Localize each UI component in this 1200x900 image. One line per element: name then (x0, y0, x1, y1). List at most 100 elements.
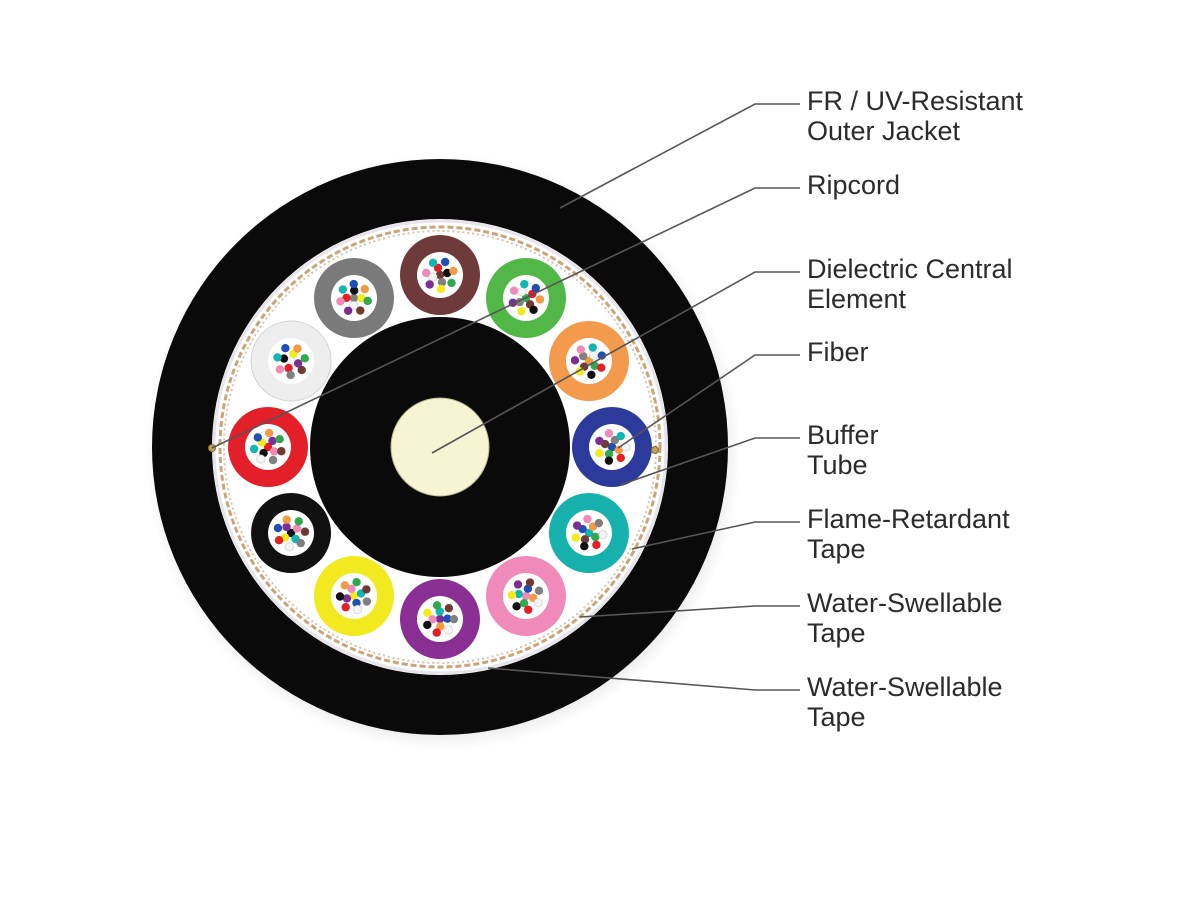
fiber (595, 436, 604, 446)
label-ripcord: Ripcord (807, 170, 900, 200)
buffer-tube-black (251, 493, 332, 573)
fiber (435, 614, 445, 624)
fiber (341, 603, 350, 612)
leader-ripcord (211, 187, 800, 449)
fiber (447, 278, 456, 288)
leader-buffer-tube (619, 437, 800, 486)
fiber (338, 285, 348, 294)
fiber (592, 540, 601, 550)
fiber (521, 591, 531, 601)
fiber (292, 524, 302, 533)
fiber (444, 603, 454, 613)
fiber (362, 597, 372, 606)
fiber (571, 533, 580, 542)
fiber (274, 535, 284, 545)
buffer-tube-violet (400, 579, 480, 659)
fiber (437, 278, 447, 287)
fiber (428, 615, 437, 624)
fiber (529, 305, 538, 315)
buffer-tube-brown (400, 235, 480, 315)
fiber (533, 598, 543, 608)
fiber (340, 581, 350, 590)
fiber (589, 350, 599, 360)
fiber (449, 266, 458, 276)
fiber (444, 625, 454, 635)
leader-water-swellable-tape-1 (579, 605, 800, 618)
fiber (591, 532, 600, 542)
fiber (579, 351, 588, 361)
fiber (583, 514, 592, 524)
fiber (282, 515, 291, 524)
fiber (356, 306, 365, 315)
fiber (588, 343, 597, 352)
fiber (293, 344, 302, 353)
fiber (268, 455, 278, 465)
label-central-element-line-1: Dielectric Central (807, 254, 1013, 284)
fiber (443, 614, 452, 623)
fiber (531, 283, 541, 293)
fiber (423, 620, 432, 630)
label-flame-retardant-tape-line-2: Tape (807, 534, 866, 564)
fiber (286, 528, 296, 538)
fiber (512, 602, 521, 611)
fiber (353, 604, 363, 614)
fiber (423, 608, 432, 617)
dielectric-central-element (390, 397, 490, 497)
fiber (300, 354, 309, 363)
fiber (449, 614, 459, 624)
fiber (273, 523, 283, 533)
fiber (534, 586, 544, 595)
fiber (580, 535, 590, 544)
label-water-swellable-tape-1: Water-Swellable Tape (807, 588, 1003, 648)
fiber (296, 538, 305, 548)
fiber (352, 577, 361, 587)
fiber (576, 345, 585, 354)
fiber (363, 296, 372, 306)
fiber (349, 591, 359, 601)
fiber (342, 293, 351, 303)
fiber (428, 272, 438, 282)
label-central-element-line-2: Element (807, 284, 907, 314)
fiber (335, 592, 345, 601)
fiber (614, 445, 624, 455)
leader-central-element (431, 271, 800, 454)
label-water-swellable-tape-1-line-1: Water-Swellable (807, 588, 1003, 618)
label-flame-retardant-tape: Flame-Retardant Tape (807, 504, 1010, 564)
ripcord-right (651, 446, 659, 454)
leader-lines (211, 103, 800, 691)
buffer-tube-rose (486, 555, 566, 636)
label-water-swellable-tape-2: Water-Swellable Tape (807, 672, 1003, 732)
fiber (587, 370, 596, 379)
fiber (263, 442, 273, 452)
fiber (256, 454, 266, 464)
fiber (253, 433, 263, 442)
fiber (294, 517, 303, 526)
fiber (264, 428, 274, 438)
fiber (616, 431, 625, 441)
fiber (275, 435, 284, 444)
fiber (513, 580, 523, 589)
flame-retardant-tape (218, 225, 662, 669)
fiber (350, 286, 359, 295)
fiber (284, 363, 293, 373)
fiber (436, 284, 446, 294)
buffer-tube-orange (548, 321, 629, 401)
label-outer-jacket: FR / UV-Resistant Outer Jacket (807, 86, 1023, 146)
buffer-tube-blue (572, 407, 652, 487)
fiber (519, 599, 529, 608)
fiber (360, 284, 369, 294)
fiber (336, 297, 345, 306)
buffer-tube-yellow (314, 555, 394, 636)
label-water-swellable-tape-2-line-2: Tape (807, 702, 866, 732)
fiber (284, 542, 294, 552)
fiber (520, 279, 529, 289)
fiber (425, 280, 434, 289)
fiber (269, 447, 279, 456)
buffer-tubes-group (228, 235, 652, 659)
fiber (277, 447, 286, 456)
fiber (597, 351, 607, 360)
fiber (281, 344, 290, 353)
fiber (570, 356, 580, 365)
buffer-tube-red (228, 407, 308, 487)
